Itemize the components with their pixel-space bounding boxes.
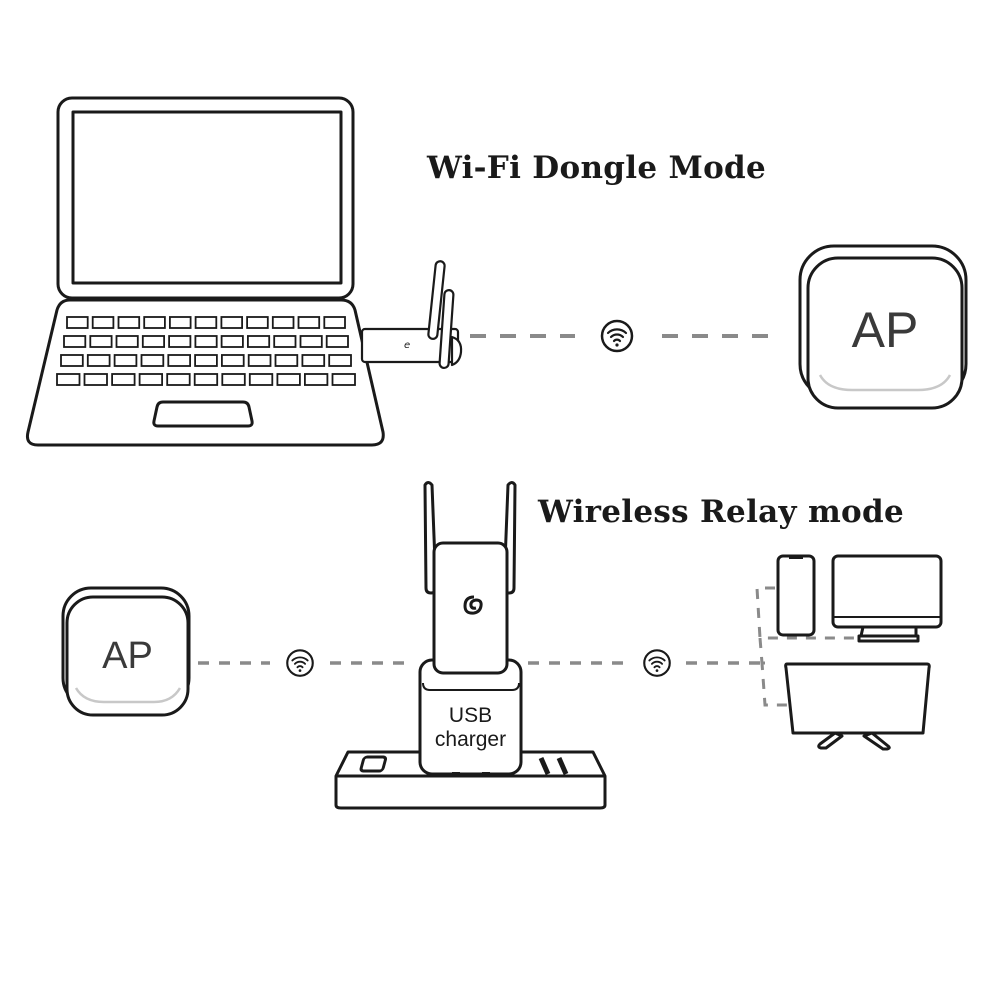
keyboard-key: [194, 316, 218, 329]
keyboard-key: [66, 316, 89, 329]
wifi-signal-icon: [643, 649, 671, 677]
keyboard-key: [274, 354, 299, 367]
wifi-signal-icon: [600, 319, 634, 353]
keyboard-key: [140, 354, 165, 367]
keyboard-key: [248, 373, 274, 386]
access-point-icon: [61, 586, 191, 717]
usb-wifi-dongle-icon: e: [360, 260, 463, 370]
laptop-screen: [71, 110, 343, 285]
ap-label-bottom: AP: [102, 635, 153, 677]
charger-label-line1: USB: [448, 704, 493, 727]
access-point-icon: [798, 244, 968, 410]
keyboard-key: [60, 354, 84, 367]
keyboard-key: [247, 354, 272, 367]
laptop-base: [26, 298, 385, 447]
keyboard-key: [113, 354, 138, 367]
keyboard-key: [83, 373, 108, 386]
client-branch-lines: [755, 586, 858, 707]
keyboard-key: [220, 316, 243, 329]
keyboard-key: [299, 335, 323, 348]
keyboard-key: [166, 373, 191, 386]
keyboard-key: [221, 373, 246, 386]
keyboard-key: [63, 335, 87, 348]
wifi-signal-icon: [286, 649, 314, 677]
keyboard-key: [246, 335, 271, 348]
laptop-keyboard: [56, 316, 356, 386]
keyboard-key: [323, 316, 346, 329]
laptop-icon: [26, 96, 385, 447]
svg-text:e: e: [404, 340, 410, 351]
keyboard-key: [117, 316, 141, 329]
tv-icon: [784, 662, 931, 751]
wifi-repeater-icon: [423, 481, 517, 675]
keyboard-key: [194, 354, 218, 367]
keyboard-key: [276, 373, 301, 386]
keyboard-key: [168, 335, 192, 348]
keyboard-key: [331, 373, 356, 386]
keyboard-key: [271, 316, 295, 329]
keyboard-key: [56, 373, 81, 386]
keyboard-key: [273, 335, 297, 348]
keyboard-key: [168, 316, 192, 329]
keyboard-key: [328, 354, 352, 367]
keyboard-key: [301, 354, 326, 367]
keyboard-key: [297, 316, 321, 329]
keyboard-key: [303, 373, 329, 386]
keyboard-key: [220, 354, 245, 367]
keyboard-key: [86, 354, 111, 367]
usb-charger-icon: [418, 658, 523, 777]
keyboard-key: [141, 335, 166, 348]
dongle-mode-title: Wi-Fi Dongle Mode: [427, 150, 767, 186]
keyboard-key: [167, 354, 192, 367]
charger-label: USB charger: [420, 704, 521, 752]
ap-label-top: AP: [851, 302, 919, 358]
smartphone-icon: [776, 554, 816, 637]
keyboard-key: [91, 316, 115, 329]
keyboard-key: [111, 373, 136, 386]
keyboard-key: [220, 335, 244, 348]
keyboard-key: [325, 335, 349, 348]
keyboard-key: [194, 335, 218, 348]
relay-mode-title: Wireless Relay mode: [538, 494, 905, 530]
keyboard-key: [193, 373, 219, 386]
keyboard-key: [89, 335, 113, 348]
laptop-lid: [56, 96, 355, 300]
keyboard-key: [143, 316, 166, 329]
keyboard-key: [138, 373, 164, 386]
desktop-monitor-icon: [831, 554, 943, 643]
keyboard-key: [246, 316, 269, 329]
laptop-trackpad: [152, 400, 254, 428]
power-strip-icon: [334, 750, 607, 810]
charger-label-line2: charger: [434, 728, 507, 751]
keyboard-key: [115, 335, 139, 348]
